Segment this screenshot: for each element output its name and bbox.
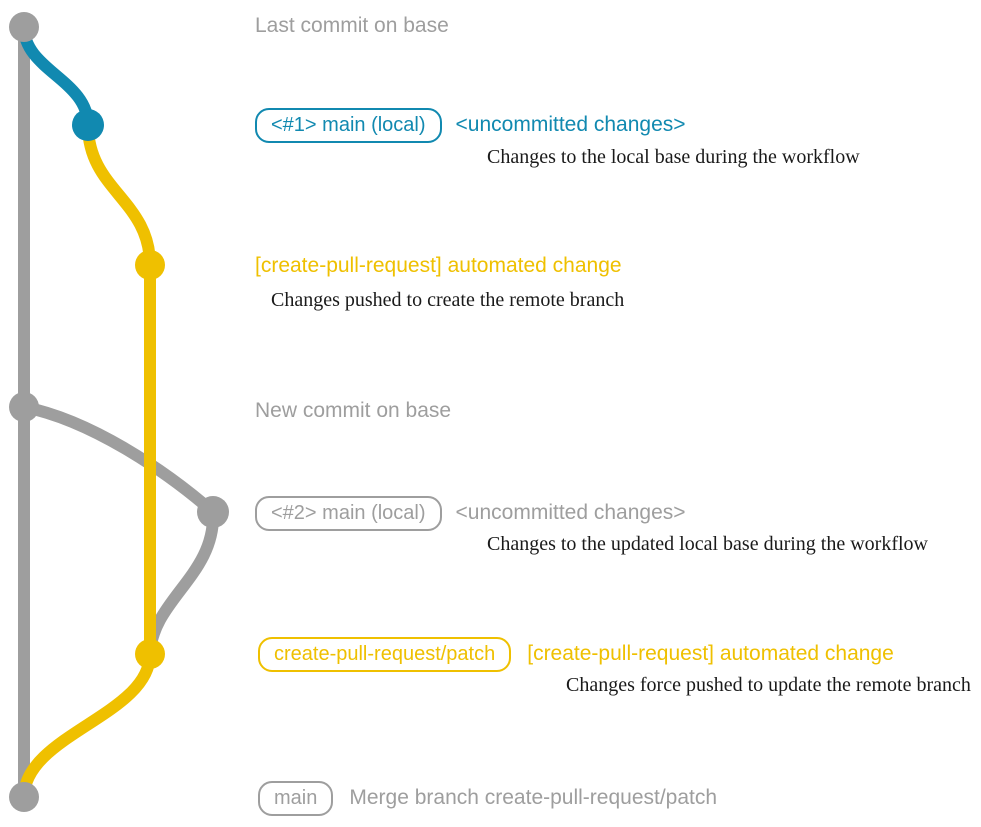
branch-badge-main[interactable]: main bbox=[258, 781, 334, 816]
commit-node-remote-1[interactable] bbox=[135, 250, 165, 280]
commit-description-remote-push-2: Changes force pushed to update the remot… bbox=[566, 674, 971, 696]
commit-title-local-change-2: <uncommitted changes> bbox=[455, 501, 686, 524]
branch-badge-local-1[interactable]: <#1> main (local) bbox=[255, 108, 442, 143]
commit-title-local-change-1: <uncommitted changes> bbox=[455, 113, 686, 136]
commit-title-merge-commit: Merge branch create-pull-request/patch bbox=[349, 786, 718, 809]
branch-badge-local-2[interactable]: <#2> main (local) bbox=[255, 496, 442, 531]
commit-title-new-commit-on-base: New commit on base bbox=[255, 399, 452, 422]
remote-merge-line bbox=[18, 648, 156, 803]
commit-node-base-top[interactable] bbox=[9, 12, 39, 42]
branch-badge-remote-patch[interactable]: create-pull-request/patch bbox=[258, 637, 512, 672]
commit-node-local-2[interactable] bbox=[197, 496, 229, 528]
commit-description-local-change-2: Changes to the updated local base during… bbox=[487, 533, 928, 555]
commit-node-base-merge[interactable] bbox=[9, 782, 39, 812]
commit-title-remote-push-2: [create-pull-request] automated change bbox=[527, 642, 894, 665]
commit-description-local-change-1: Changes to the local base during the wor… bbox=[487, 146, 860, 168]
entry-remote-push-2: create-pull-request/patch [create-pull-r… bbox=[258, 637, 894, 672]
entry-local-change-1: <#1> main (local) <uncommitted changes> bbox=[255, 108, 686, 143]
commit-node-local-1[interactable] bbox=[72, 109, 104, 141]
entry-last-commit-on-base: Last commit on base bbox=[255, 14, 449, 38]
entry-merge-commit: main Merge branch create-pull-request/pa… bbox=[258, 781, 717, 816]
commit-description-remote-push-1: Changes pushed to create the remote bran… bbox=[271, 289, 625, 311]
local2-to-remote2-line bbox=[144, 506, 220, 660]
commit-node-base-new[interactable] bbox=[9, 392, 39, 422]
entry-local-change-2: <#2> main (local) <uncommitted changes> bbox=[255, 496, 686, 531]
remote-branch-line-1 bbox=[82, 119, 156, 271]
commit-title-last-commit-on-base: Last commit on base bbox=[255, 14, 449, 37]
commit-title-remote-push-1: [create-pull-request] automated change bbox=[255, 254, 622, 277]
entry-remote-push-1: [create-pull-request] automated change bbox=[255, 254, 622, 278]
local-branch-line-1 bbox=[18, 21, 94, 131]
entry-new-commit-on-base: New commit on base bbox=[255, 399, 451, 423]
base-to-local2-line bbox=[18, 401, 219, 518]
commit-node-remote-2[interactable] bbox=[135, 639, 165, 669]
